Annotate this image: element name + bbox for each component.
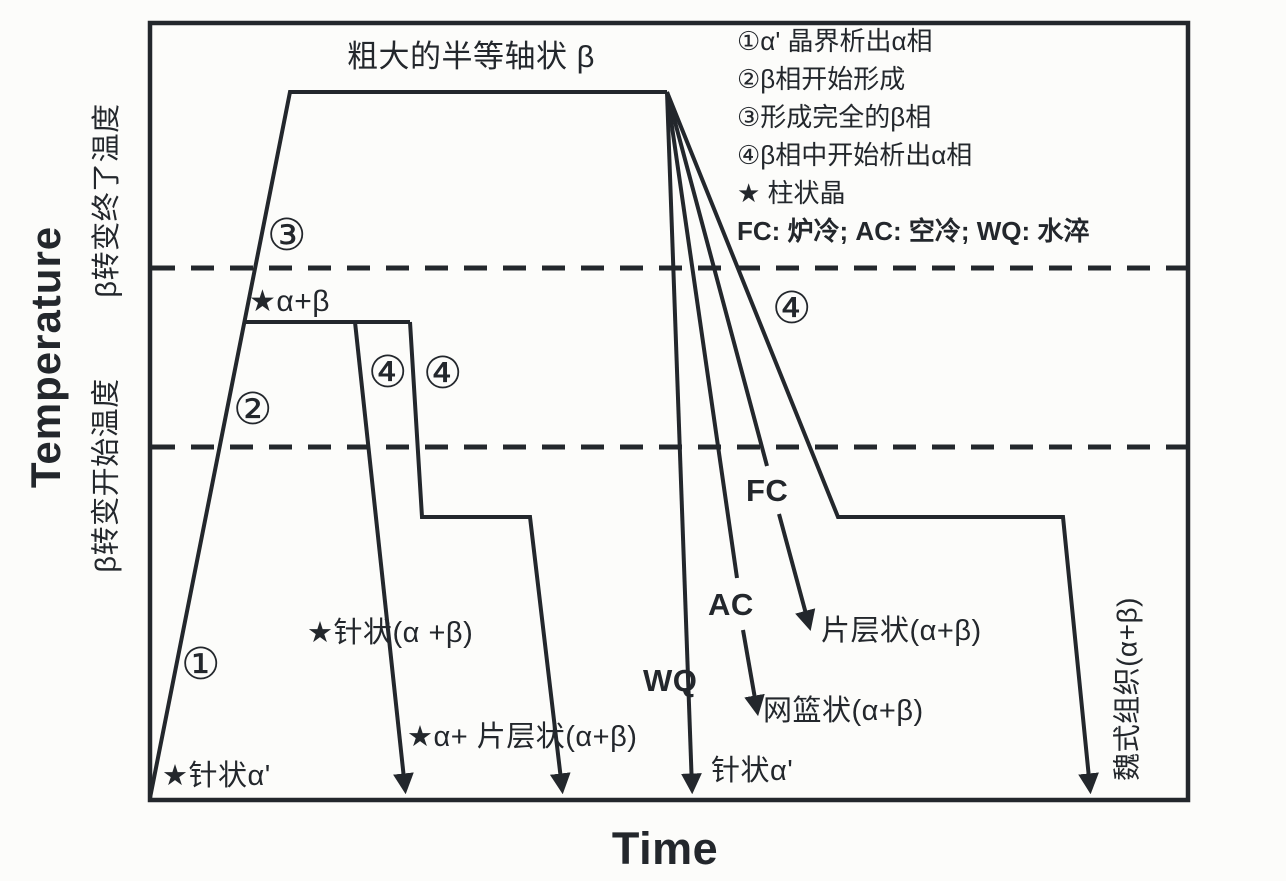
step-cool-line xyxy=(408,321,571,795)
ac-cooling-arrow xyxy=(741,629,765,717)
fc-label: FC xyxy=(746,473,789,508)
legend: ①α' 晶界析出α相 ②β相开始形成 ③形成完全的β相 ④β相中开始析出α相 ★… xyxy=(737,22,1089,250)
plot-border xyxy=(147,20,1191,803)
direct-cool-line xyxy=(353,321,414,795)
fc-cooling-arrow xyxy=(777,513,816,632)
columnar-alpha-beta-label: ★α+β xyxy=(249,285,331,318)
needle-alpha-prime-bottom-label: 针状α' xyxy=(711,755,794,787)
wq-label: WQ xyxy=(643,663,698,698)
basketweave-label: 网篮状(α+β) xyxy=(763,695,924,727)
stage-4-marker-left: ④ xyxy=(368,348,408,397)
stage-4-marker-right: ④ xyxy=(772,284,812,333)
legend-item-1: ①α' 晶界析出α相 xyxy=(737,26,933,56)
alpha-plus-lamellar-label: ★α+ 片层状(α+β) xyxy=(407,721,638,753)
needle-alpha-prime-left-label: ★针状α' xyxy=(162,760,271,792)
x-axis-label: Time xyxy=(611,823,719,874)
fc-cooling-line xyxy=(665,91,769,467)
y-axis-label: Temperature xyxy=(22,225,69,489)
wq-cooling-line xyxy=(665,91,702,795)
beta-finish-temperature-label: β转变终了温度 xyxy=(91,103,123,298)
widmanstatten-label: 魏式组织(α+β) xyxy=(1111,597,1143,781)
coarse-equiaxed-beta-label: 粗大的半等轴状 β xyxy=(347,39,595,74)
legend-item-3: ③形成完全的β相 xyxy=(737,102,932,132)
needle-alpha-beta-label: ★针状(α +β) xyxy=(307,617,474,649)
lamellar-label: 片层状(α+β) xyxy=(821,615,982,647)
legend-item-cooling-abbrev: FC: 炉冷; AC: 空冷; WQ: 水淬 xyxy=(737,216,1090,246)
ac-cooling-line xyxy=(665,91,739,579)
legend-item-star: ★ 柱状晶 xyxy=(737,178,846,208)
heating-and-soak-curve xyxy=(148,90,667,799)
legend-item-4: ④β相中开始析出α相 xyxy=(737,140,973,170)
slow-cool-hold-curve xyxy=(665,91,1099,795)
ac-label: AC xyxy=(708,587,754,622)
stage-3-marker: ③ xyxy=(267,211,307,260)
beta-start-temperature-label: β转变开始温度 xyxy=(90,378,123,573)
stage-2-marker: ② xyxy=(233,385,273,434)
stage-1-marker: ① xyxy=(181,640,221,689)
legend-item-2: ②β相开始形成 xyxy=(737,64,906,94)
stage-4-marker-mid: ④ xyxy=(423,349,463,398)
